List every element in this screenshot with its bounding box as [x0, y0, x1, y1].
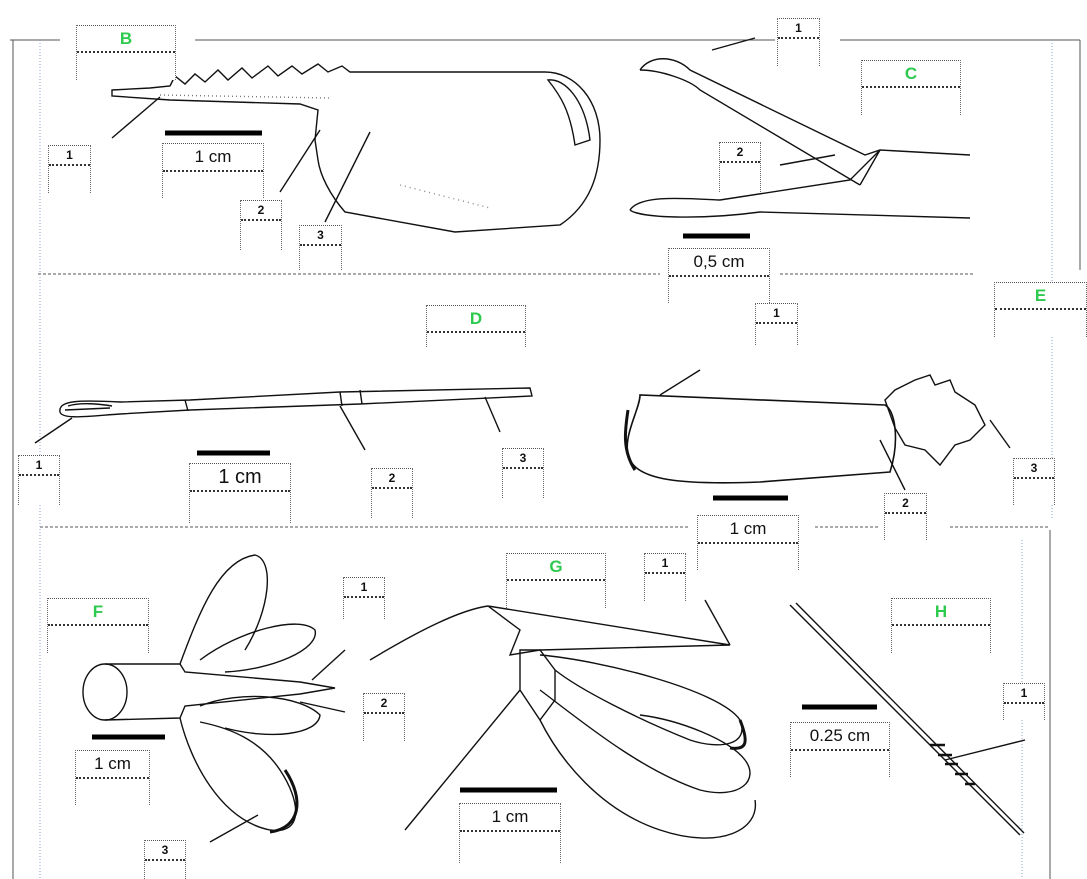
- panel-label-c: C: [861, 60, 961, 115]
- callout-d-1: 1: [18, 455, 60, 505]
- panel-label-f: F: [47, 598, 149, 653]
- scale-label-g: 1 cm: [459, 803, 561, 863]
- panel-label-e: E: [994, 282, 1087, 337]
- callout-f-3: 3: [144, 840, 186, 879]
- scale-label-c: 0,5 cm: [668, 248, 770, 303]
- callout-d-3: 3: [502, 448, 544, 498]
- callout-g-1: 1: [644, 553, 686, 601]
- scale-label-h: 0.25 cm: [790, 722, 890, 777]
- callout-f-2: 2: [363, 693, 405, 741]
- callout-c-1: 1: [777, 18, 820, 66]
- panel-label-d: D: [426, 305, 526, 347]
- panel-label-b: B: [76, 25, 176, 80]
- specimen-D-leg: [35, 388, 532, 450]
- callout-b-3: 3: [299, 225, 342, 270]
- callout-b-2: 2: [240, 200, 282, 250]
- specimen-E-scaphocerite: [625, 370, 1010, 490]
- callout-c-2: 2: [719, 142, 761, 192]
- scale-label-b: 1 cm: [162, 143, 264, 198]
- callout-e-2: 2: [884, 493, 927, 540]
- specimen-G-tailfan: [370, 600, 755, 838]
- panel-label-g: G: [506, 553, 606, 608]
- scale-label-d: 1 cm: [189, 463, 291, 523]
- panel-label-h: H: [891, 598, 991, 653]
- callout-f-1: 1: [343, 577, 385, 619]
- callout-e-3: 3: [1013, 458, 1055, 505]
- scale-label-e: 1 cm: [697, 515, 799, 570]
- callout-d-2: 2: [371, 468, 413, 518]
- callout-e-1: 1: [755, 303, 798, 345]
- callout-b-1: 1: [48, 145, 91, 193]
- scale-label-f: 1 cm: [75, 750, 150, 805]
- scale-bars: [92, 133, 877, 790]
- callout-h-1: 1: [1003, 683, 1045, 720]
